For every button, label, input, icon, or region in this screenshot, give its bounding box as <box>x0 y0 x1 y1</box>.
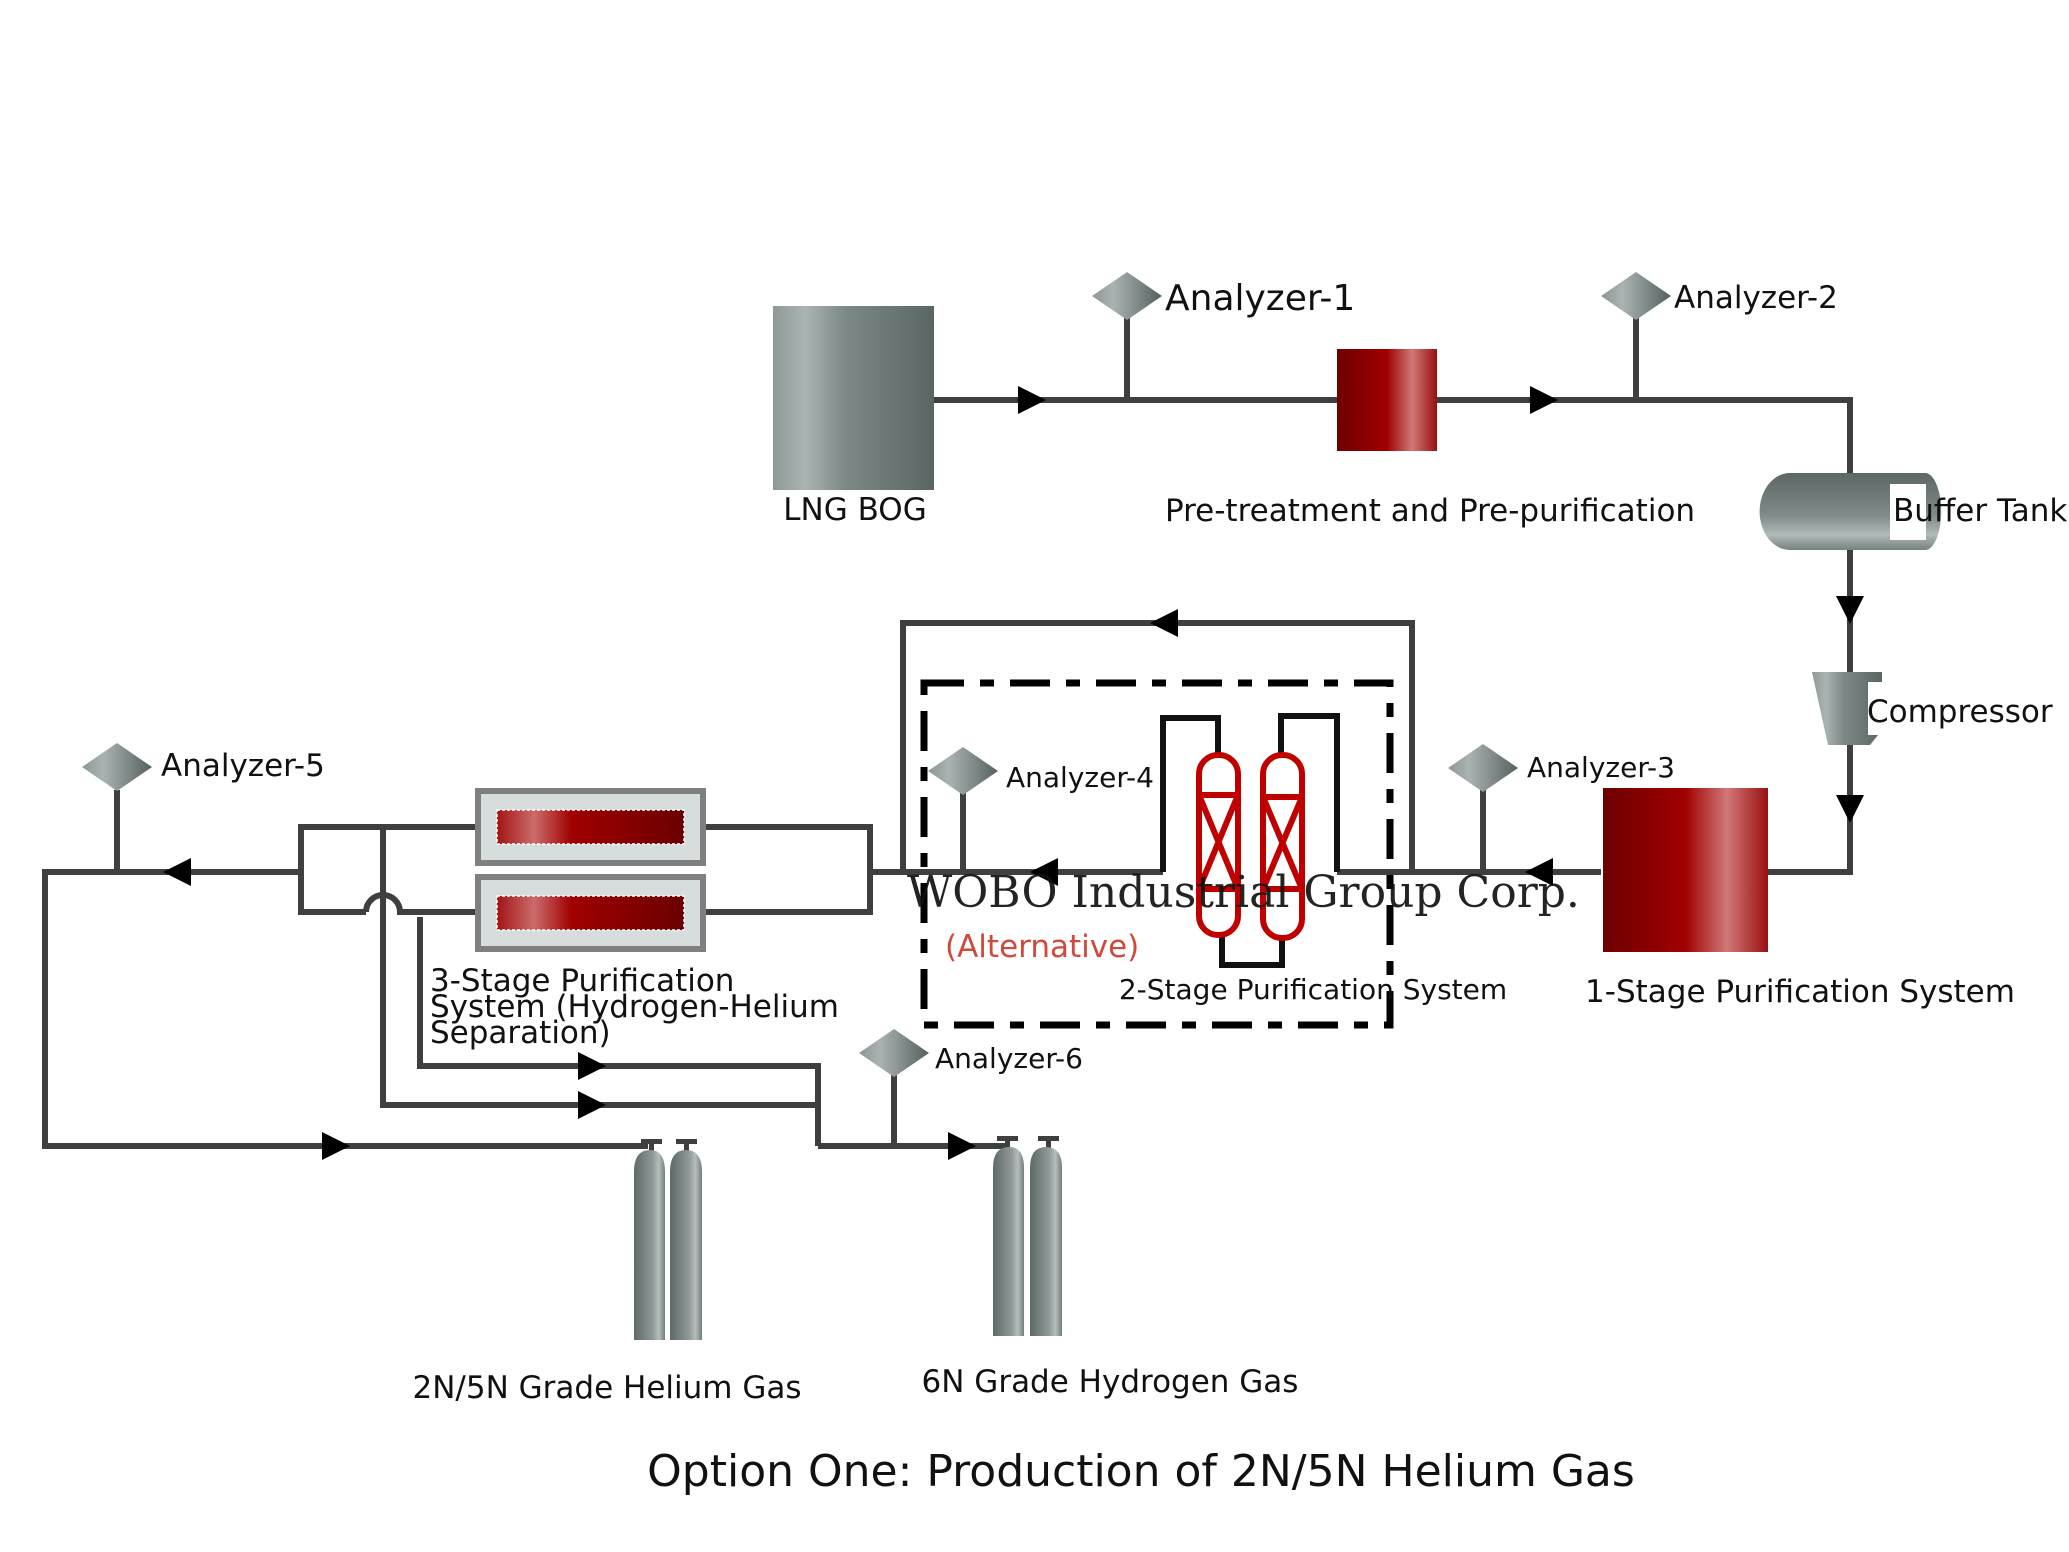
buffer-tank-label-bg <box>1890 484 1926 540</box>
column-connector-pipe <box>1219 928 1285 968</box>
stage3-label-line-1: 3-Stage Purification <box>430 963 734 999</box>
column-2-packing <box>1260 795 1305 891</box>
analyzer-4[interactable]: Analyzer-4 <box>928 747 1154 795</box>
pretreatment-label: Pre-treatment and Pre-purification <box>1165 493 1695 529</box>
arrow-right <box>322 1132 350 1160</box>
helium-cylinder-2 <box>670 1150 702 1340</box>
hydrogen-cylinder-1 <box>993 1147 1024 1336</box>
stage2-alternative-boundary <box>920 679 1394 1029</box>
analyzer-4-label: Analyzer-4 <box>1006 761 1154 794</box>
helium-product-label: 2N/5N Grade Helium Gas <box>413 1370 802 1406</box>
stage2-label: 2-Stage Purification System <box>1119 973 1507 1006</box>
pipe-hydrogen-line-b <box>417 917 821 1105</box>
valve-cap <box>641 1139 662 1144</box>
pipes <box>42 310 1853 1149</box>
stage3-label-line-2: System (Hydrogen-Helium <box>430 989 839 1025</box>
arrow-left <box>1030 858 1058 886</box>
arrow-right <box>948 1132 976 1160</box>
analyzer-diamond-icon <box>82 743 152 791</box>
pipe-pretreatment-to-buffer <box>1436 397 1853 478</box>
hydrogen-product-label: 6N Grade Hydrogen Gas <box>922 1364 1299 1400</box>
analyzer-5[interactable]: Analyzer-5 <box>82 743 325 791</box>
compressor[interactable] <box>1812 672 1882 745</box>
analyzer-diamond-icon <box>1092 272 1162 320</box>
analyzer-5-label: Analyzer-5 <box>161 748 325 784</box>
arrow-right <box>578 1052 606 1080</box>
lng-bog-tank[interactable] <box>773 306 934 490</box>
arrow-left <box>163 858 191 886</box>
helium-cylinder-1 <box>634 1150 665 1340</box>
analyzer-3-label: Analyzer-3 <box>1527 751 1675 784</box>
valve-stem <box>1005 1141 1010 1151</box>
valve-stem <box>684 1144 689 1154</box>
hydrogen-cylinders[interactable] <box>993 1136 1062 1336</box>
watermark-text: WOBO Industrial Group Corp. <box>907 867 1580 918</box>
stage2-purification-unit[interactable] <box>1160 713 1340 968</box>
analyzer-diamond-icon <box>928 747 998 795</box>
pipe-compressor-to-stage1 <box>1766 745 1853 875</box>
arrow-right <box>578 1091 606 1119</box>
stage1-label: 1-Stage Purification System <box>1585 974 2015 1010</box>
analyzer-1[interactable]: Analyzer-1 <box>1092 272 1355 320</box>
arrow-left <box>1150 609 1178 637</box>
pretreatment-unit[interactable] <box>1337 349 1437 451</box>
column-inlet-pipe <box>1160 715 1221 872</box>
stage2-alternative-note: (Alternative) <box>945 929 1139 965</box>
analyzer-2-label: Analyzer-2 <box>1674 280 1838 316</box>
valve-stem <box>1046 1141 1051 1151</box>
helium-cylinders[interactable] <box>634 1139 702 1340</box>
diagram-title: Option One: Production of 2N/5N Helium G… <box>647 1446 1635 1497</box>
valve-stem <box>649 1144 654 1154</box>
analyzer-diamond-icon <box>1601 272 1671 320</box>
arrow-left <box>1525 858 1553 886</box>
stage3-label: 3-Stage Purification System (Hydrogen-He… <box>430 963 849 1051</box>
analyzer-2[interactable]: Analyzer-2 <box>1601 272 1838 320</box>
stage3-label-line-3: Separation) <box>430 1015 611 1051</box>
arrow-right <box>1018 386 1046 414</box>
analyzer-diamond-icon <box>859 1029 929 1077</box>
analyzer-6[interactable]: Analyzer-6 <box>859 1029 1083 1077</box>
arrow-down <box>1836 795 1864 823</box>
arrow-down <box>1836 596 1864 624</box>
membrane-element-2 <box>496 895 685 931</box>
valve-cap <box>1038 1136 1059 1141</box>
column-outlet-pipe <box>1278 713 1340 872</box>
lng-bog-label: LNG BOG <box>783 492 926 528</box>
valve-cap <box>676 1139 697 1144</box>
compressor-label: Compressor <box>1867 694 2053 730</box>
membrane-element-1 <box>496 809 685 845</box>
arrow-right <box>1530 386 1558 414</box>
pipe-stage3-manifold-right <box>703 824 873 915</box>
analyzer-3[interactable]: Analyzer-3 <box>1448 744 1675 792</box>
analyzer-diamond-icon <box>1448 744 1518 792</box>
analyzer-6-label: Analyzer-6 <box>935 1042 1083 1075</box>
valve-cap <box>997 1136 1018 1141</box>
flow-arrows <box>163 386 1864 1160</box>
column-1-packing <box>1196 793 1241 891</box>
analyzer-1-label: Analyzer-1 <box>1165 278 1355 319</box>
buffer-tank-label: Buffer Tank <box>1893 493 2067 529</box>
stage1-purification-unit[interactable] <box>1603 788 1768 952</box>
stage3-purification-unit[interactable] <box>475 788 706 952</box>
hydrogen-cylinder-2 <box>1030 1147 1062 1336</box>
